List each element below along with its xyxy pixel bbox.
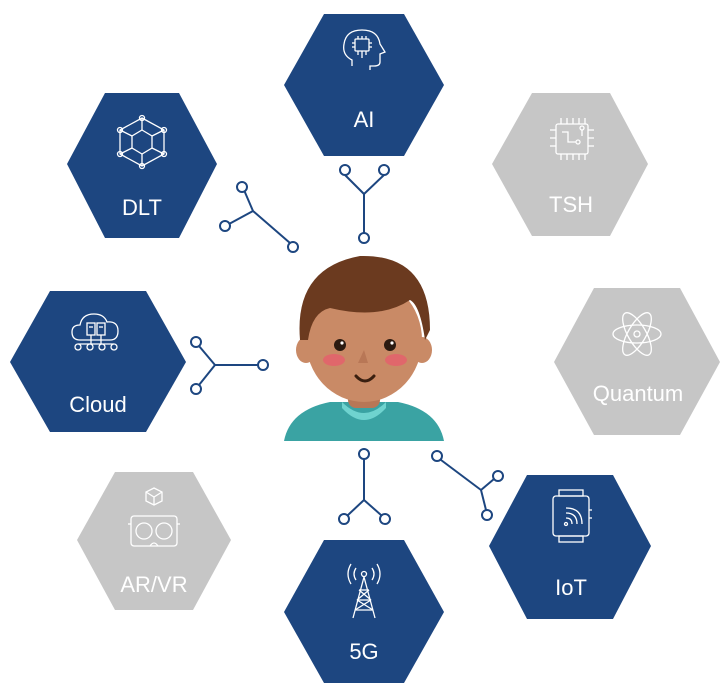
eye-left-highlight	[340, 341, 344, 345]
circuit-chip-icon	[550, 118, 594, 160]
node-5g: 5G	[284, 540, 444, 683]
connector-iot	[431, 450, 504, 521]
eye-right-highlight	[390, 341, 394, 345]
label-5g: 5G	[349, 639, 378, 664]
label-iot: IoT	[555, 575, 587, 600]
connector-cloud	[190, 336, 269, 395]
label-tsh: TSH	[549, 192, 593, 217]
hexagon-quantum	[554, 288, 720, 435]
mouth	[354, 374, 376, 383]
hexagon-cloud	[10, 291, 186, 432]
cheek-right	[385, 354, 407, 366]
shirt	[284, 402, 444, 441]
cloud-servers-icon	[71, 313, 119, 351]
node-tsh: TSH	[492, 93, 648, 236]
label-dlt: DLT	[122, 195, 162, 220]
connector-5g	[338, 448, 391, 525]
node-cloud: Cloud	[10, 291, 186, 432]
antenna-tower-icon	[347, 563, 381, 619]
node-dlt: DLT	[67, 93, 217, 238]
label-arvr: AR/VR	[120, 572, 187, 597]
label-cloud: Cloud	[69, 392, 126, 417]
collar	[342, 402, 386, 420]
node-arvr: AR/VR	[77, 472, 231, 610]
person-avatar	[284, 255, 444, 441]
connector-ai	[339, 164, 390, 244]
cheek-left	[323, 354, 345, 366]
hexagon-5g	[284, 540, 444, 683]
smartwatch-icon	[552, 489, 592, 543]
ai-head-chip-icon	[343, 29, 386, 70]
node-iot: IoT	[489, 475, 651, 619]
eye-left	[334, 339, 346, 351]
node-ai: AI	[284, 14, 444, 156]
hexagon-iot	[489, 475, 651, 619]
vr-headset-icon	[128, 487, 180, 547]
nose	[358, 350, 368, 363]
label-ai: AI	[354, 107, 375, 132]
label-quantum: Quantum	[593, 381, 684, 406]
eye-right	[384, 339, 396, 351]
atom-icon	[612, 312, 662, 356]
connector-dlt	[219, 181, 299, 253]
hexagon-ai	[284, 14, 444, 156]
hexagon-arvr	[77, 472, 231, 610]
network-cube-icon	[116, 114, 168, 170]
node-quantum: Quantum	[554, 288, 720, 435]
hair	[299, 255, 430, 340]
hexagon-tsh	[492, 93, 648, 236]
